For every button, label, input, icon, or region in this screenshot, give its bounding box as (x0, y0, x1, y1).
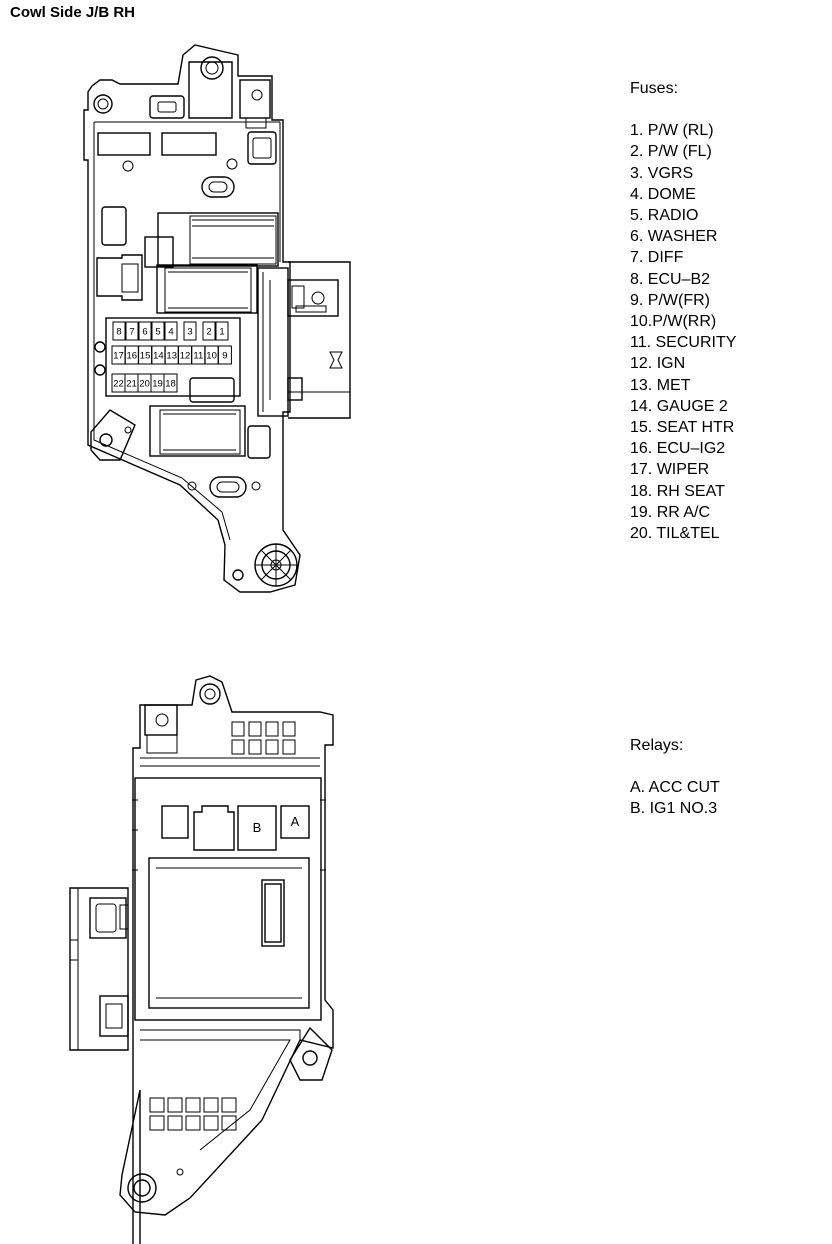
fuse-legend-item: 8. ECU–B2 (630, 270, 711, 288)
fuse-mid-label: 16 (127, 351, 138, 362)
fuse-mid-slot (217, 345, 232, 365)
fuse-legend-heading: Fuses: (630, 80, 679, 97)
fuse-bot-label: 22 (113, 379, 124, 390)
vent-slot (265, 721, 279, 737)
vent-slot (203, 1115, 219, 1131)
fuse-legend-item: 6. WASHER (630, 228, 718, 246)
fuse-top-label: 4 (168, 327, 173, 338)
vent-slot (231, 739, 245, 755)
fuse-mid-label: 13 (166, 351, 177, 362)
fuse-bot-label: 18 (165, 379, 176, 390)
vent-slot (185, 1097, 201, 1113)
vent-slot (282, 721, 296, 737)
vent-slot (221, 1097, 237, 1113)
vent-slot (221, 1115, 237, 1131)
page-title: Cowl Side J/B RH (10, 4, 136, 21)
fuse-top-slot (202, 321, 216, 341)
fuse-mid-label: 12 (180, 351, 191, 362)
vent-slot (248, 739, 262, 755)
fuse-legend-item: 9. P/W(FR) (630, 291, 710, 309)
fuse-legend-item: 20. TIL&TEL (630, 525, 720, 543)
fuse-top-slot (112, 321, 126, 341)
fuse-top-label: 2 (206, 327, 211, 338)
fuse-top-slot (138, 321, 152, 341)
fuse-legend: Fuses: 1. P/W (RL) 2. P/W (FL) 3. VGRS 4. D… (630, 78, 736, 544)
vent-slot (149, 1115, 165, 1131)
fuse-mid-label: 9 (222, 351, 227, 362)
vent-slot (265, 739, 279, 755)
fuse-legend-item: 12. IGN (630, 355, 686, 373)
fuse-legend-item: 2. P/W (FL) (630, 143, 712, 161)
fuse-top-label: 3 (187, 327, 192, 338)
fuse-mid-label: 11 (193, 351, 203, 362)
fuse-top-slot (164, 321, 178, 341)
fuse-bot-label: 19 (152, 379, 163, 390)
fuse-mid-label: 10 (206, 351, 217, 362)
fuse-top-slot (215, 321, 229, 341)
bottom-vent-grid (149, 1097, 237, 1131)
fuse-bot-slot (163, 373, 178, 393)
fuse-legend-item: 14. GAUGE 2 (630, 397, 728, 415)
relay-legend-item: B. IG1 NO.3 (630, 800, 718, 818)
fuse-legend-item: 19. RR A/C (630, 503, 711, 521)
relay-legend: Relays: A. ACC CUT B. IG1 NO.3 (630, 735, 720, 820)
fuse-list: 1. P/W (RL) 2. P/W (FL) 3. VGRS 4. DOME 5. R… (630, 120, 736, 544)
fuse-mid-label: 14 (153, 351, 164, 362)
fuse-top-slot (125, 321, 139, 341)
relay-legend-heading: Relays: (630, 737, 684, 754)
fuse-top-label: 6 (142, 327, 147, 338)
vent-slot (203, 1097, 219, 1113)
fuse-bot-label: 21 (126, 379, 137, 390)
fuse-top-slot (151, 321, 165, 341)
fuse-legend-item: 13. MET (630, 376, 691, 394)
relay-legend-item: A. ACC CUT (630, 779, 720, 797)
fuse-legend-item: 15. SEAT HTR (630, 419, 735, 437)
vent-slot (231, 721, 245, 737)
relay-a-label: A (291, 814, 300, 829)
fuse-legend-item: 4. DOME (630, 185, 696, 203)
vent-slot (167, 1115, 183, 1131)
relay-list: A. ACC CUT B. IG1 NO.3 (630, 777, 720, 819)
fuse-legend-item: 5. RADIO (630, 207, 699, 225)
fuse-top-label: 7 (129, 327, 134, 338)
fuse-top-label: 1 (219, 327, 224, 338)
fuse-legend-item: 3. VGRS (630, 164, 694, 182)
vent-slot (248, 721, 262, 737)
fuse-top-label: 5 (155, 327, 160, 338)
fuse-bot-label: 20 (139, 379, 150, 390)
bottom-view-junction-box: B A (69, 675, 334, 1244)
top-vent-grid (231, 721, 296, 755)
fuse-top-label: 8 (116, 327, 121, 338)
vent-slot (167, 1097, 183, 1113)
relay-b-label: B (253, 820, 262, 835)
vent-slot (282, 739, 296, 755)
fuse-mid-label: 15 (140, 351, 151, 362)
fuse-top-slot (183, 321, 197, 341)
vent-slot (149, 1097, 165, 1113)
fuse-legend-item: 11. SECURITY (630, 334, 737, 352)
vent-slot (185, 1115, 201, 1131)
fuse-mid-label: 17 (113, 351, 124, 362)
fuse-legend-item: 16. ECU–IG2 (630, 440, 726, 458)
fuse-legend-item: 17. WIPER (630, 461, 710, 479)
fuse-legend-item: 1. P/W (RL) (630, 122, 714, 140)
fuse-legend-item: 10.P/W(RR) (630, 313, 717, 331)
fuse-legend-item: 18. RH SEAT (630, 482, 725, 500)
fuse-legend-item: 7. DIFF (630, 249, 684, 267)
